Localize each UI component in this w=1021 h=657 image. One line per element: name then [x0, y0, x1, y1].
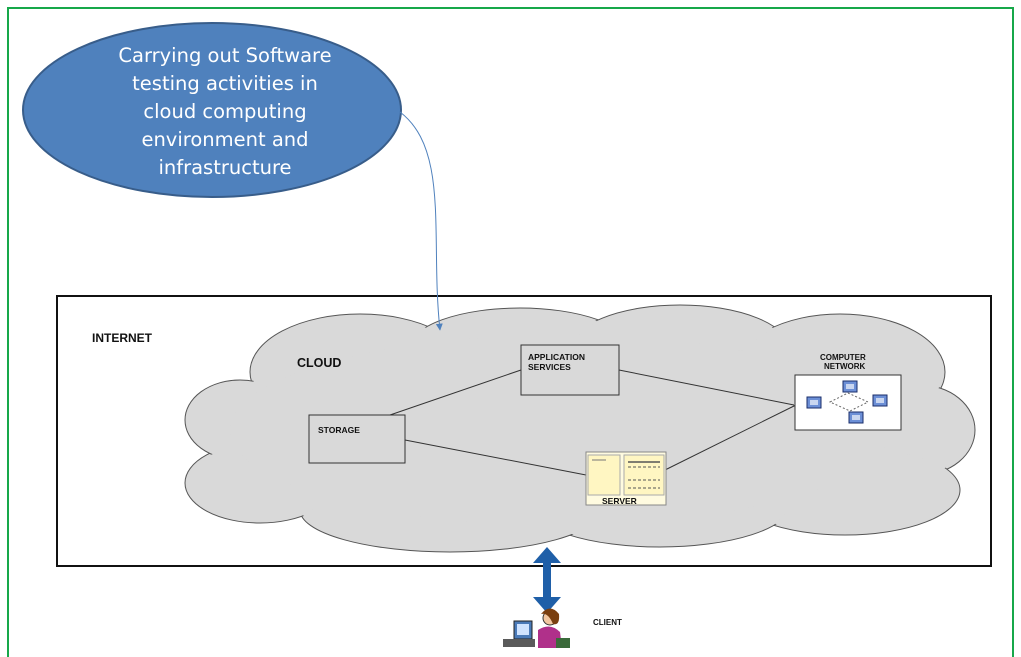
client-double-arrow — [533, 547, 561, 613]
callout-line: cloud computing — [143, 100, 307, 123]
internet-label: INTERNET — [92, 331, 153, 345]
computer-network-label: COMPUTER NETWORK — [820, 353, 868, 371]
client-label: CLIENT — [593, 618, 622, 627]
storage-box — [308, 414, 406, 464]
network-links — [389, 369, 797, 476]
application-services-box — [520, 344, 620, 396]
network-computers-icon — [806, 380, 888, 424]
callout-line: Carrying out Software — [118, 44, 332, 67]
figure-border — [7, 7, 1014, 657]
callout-text: Carrying out Software testing activities… — [75, 42, 375, 182]
server-icon — [585, 451, 667, 506]
callout-line: environment and — [141, 128, 309, 151]
callout-line: infrastructure — [158, 156, 292, 179]
callout-line: testing activities in — [132, 72, 318, 95]
callout-ellipse — [22, 22, 402, 198]
storage-label: STORAGE — [318, 425, 360, 435]
server-label: SERVER — [602, 496, 637, 506]
client-person-icon — [503, 608, 570, 648]
callout-connector-arrow — [399, 111, 443, 331]
application-services-label: APPLICATION SERVICES — [528, 352, 587, 372]
cloud-label: CLOUD — [297, 356, 341, 370]
